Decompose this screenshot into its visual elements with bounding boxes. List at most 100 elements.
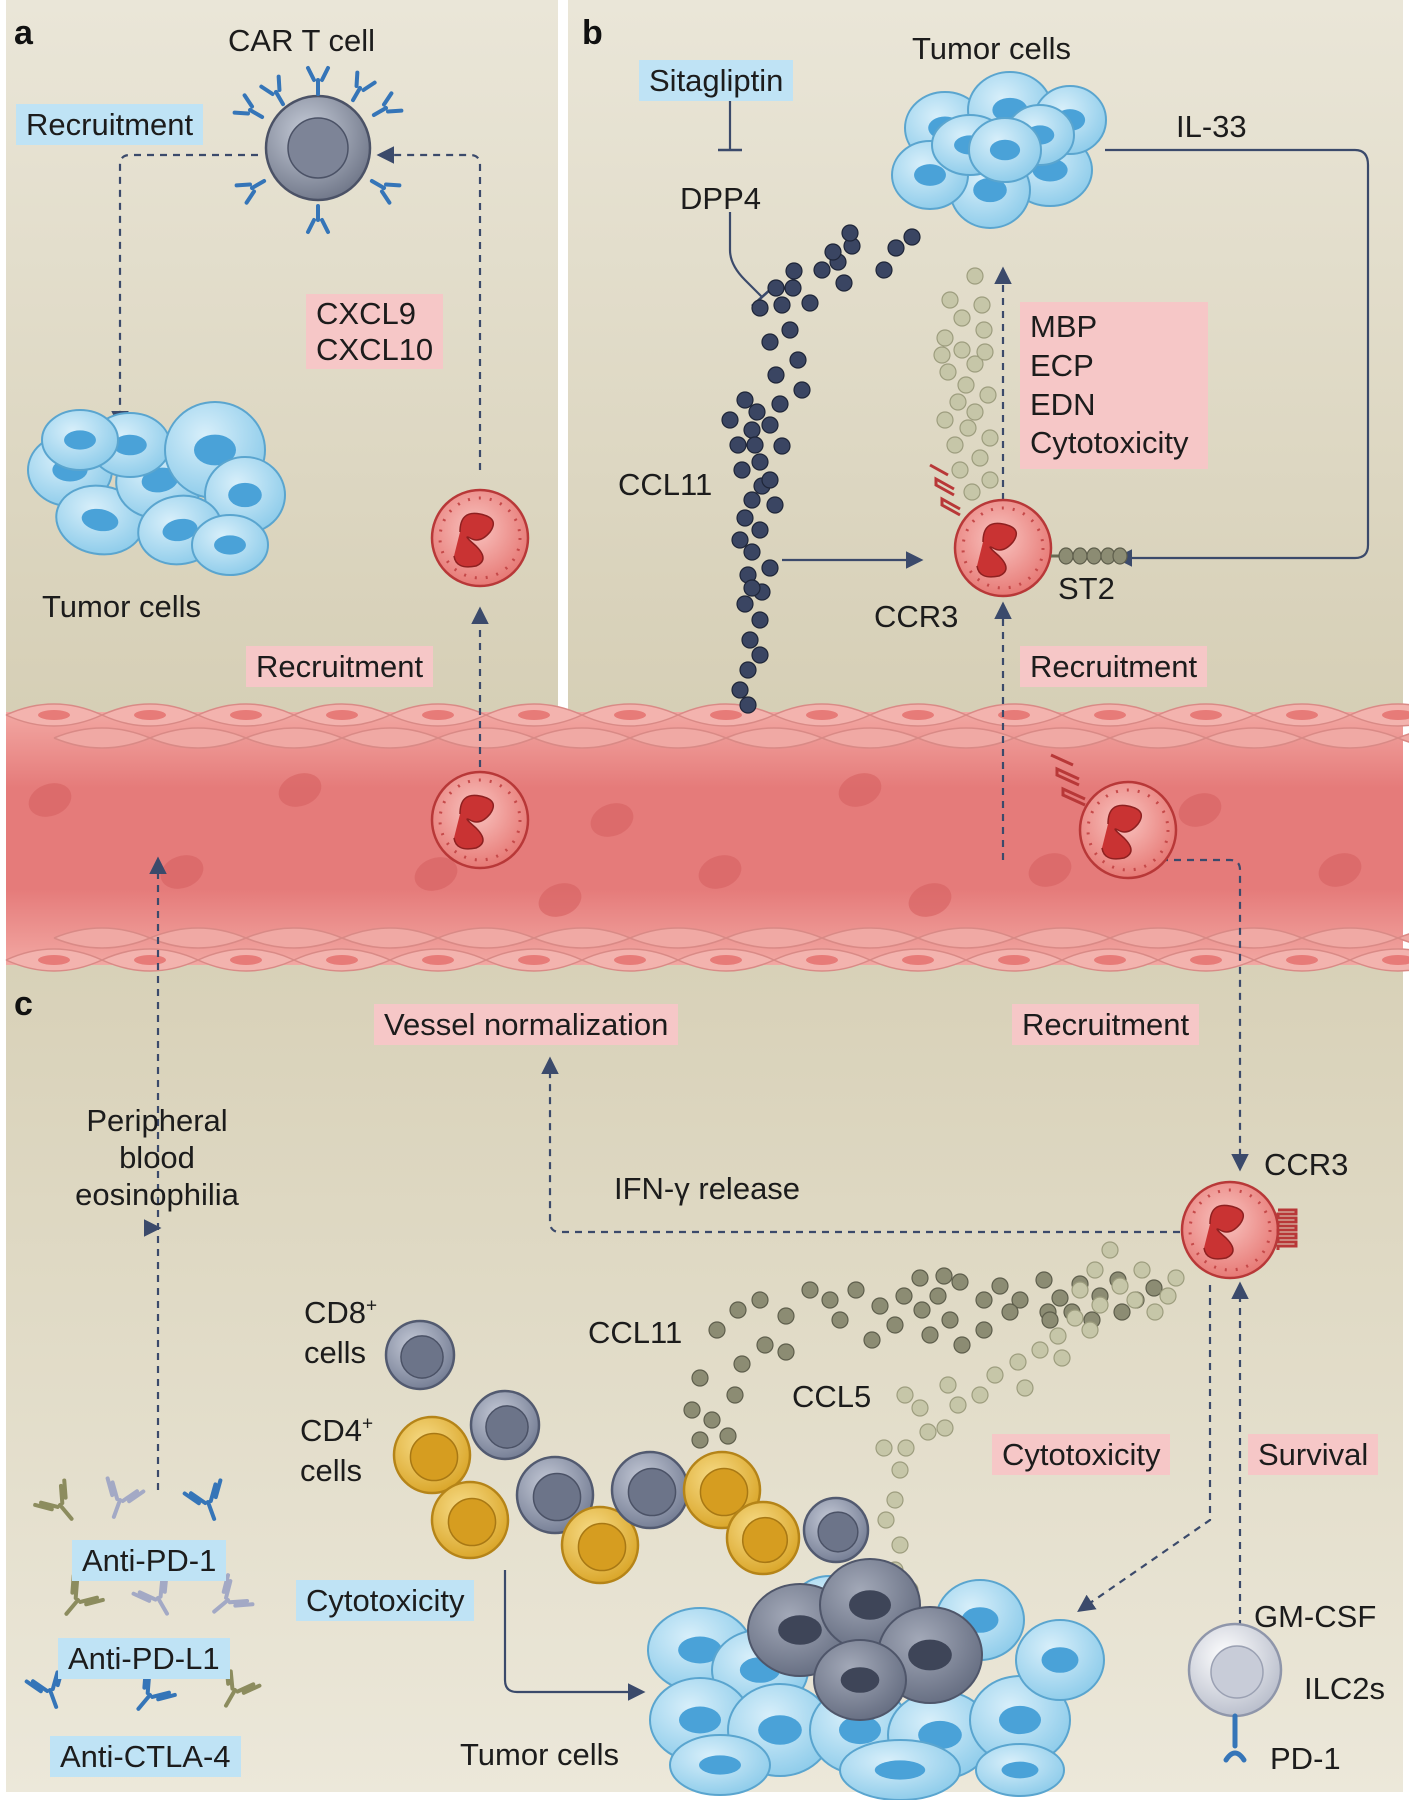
ccl11-label-c: CCL11 <box>588 1315 683 1350</box>
endothelial-cell <box>1397 733 1409 743</box>
arrow-t-cells-to-tumor <box>503 1570 646 1701</box>
ccl11-olive-dot <box>751 1291 769 1309</box>
cd8-t-cell <box>515 1455 595 1535</box>
ccl11-label-b: CCL11 <box>618 467 713 502</box>
granule-dot <box>979 386 997 404</box>
edn-label: EDN <box>1030 386 1096 422</box>
red-blood-cell <box>838 773 882 807</box>
ccl5-dot <box>1111 1277 1129 1295</box>
ccl5-dot <box>875 1439 893 1457</box>
ccl11-dot <box>751 611 769 629</box>
endothelial-nucleus <box>230 955 262 965</box>
endothelial-nucleus <box>1286 710 1318 720</box>
ccl11-dot <box>739 661 757 679</box>
car-receptor-icon <box>351 70 377 103</box>
ccl11-dot <box>824 243 842 261</box>
eosinophil-nucleus <box>976 522 1018 578</box>
ccr3-receptor-vessel <box>1050 753 1086 807</box>
ccl11-dot <box>748 403 766 421</box>
car-receptor-stroke <box>232 93 265 120</box>
ilc2-cell <box>1187 1622 1283 1763</box>
eosinophil-nucleus <box>1203 1204 1245 1260</box>
ccl11-dot <box>767 279 785 297</box>
antibody-stroke <box>24 1666 65 1709</box>
ccl5-dot <box>1016 1379 1034 1397</box>
ccl11-dot <box>766 496 784 514</box>
tumor-cell <box>975 1743 1065 1797</box>
antibody-stroke <box>33 1478 74 1521</box>
ccl11-olive-dot <box>691 1431 709 1449</box>
panel-divider <box>558 0 568 712</box>
ccl11-dot <box>736 509 754 527</box>
endothelial-nucleus <box>422 955 454 965</box>
car-t-cell-label: CAR T cell <box>228 23 376 58</box>
ccl5-dot <box>1159 1287 1177 1305</box>
red-blood-cell <box>1318 853 1362 887</box>
ilc2s-label: ILC2s <box>1304 1671 1385 1706</box>
tumor-cell-nucleus <box>1001 1761 1039 1779</box>
blood-vessel <box>5 703 1409 972</box>
eosinophil-a-tissue <box>430 488 530 588</box>
eosinophil-granules <box>961 506 1045 590</box>
granule-dot <box>981 429 999 447</box>
endothelial-nucleus <box>230 710 262 720</box>
granule-dot <box>963 483 981 501</box>
tumor-cell-nucleus <box>64 430 96 450</box>
cd8-t-cell <box>802 1496 870 1564</box>
ccl5-dot <box>877 1511 895 1529</box>
endothelial-nucleus <box>1190 955 1222 965</box>
ccl11-dot <box>751 646 769 664</box>
ccr3-receptor-b <box>929 463 961 517</box>
antibody-icon <box>24 1666 65 1709</box>
antibody-stroke <box>224 1664 262 1708</box>
arrow-car-t-to-tumor <box>111 153 258 429</box>
tumor-cell-nucleus <box>908 1639 952 1671</box>
ccl11-dot <box>751 521 769 539</box>
eosinophil-granules <box>438 778 522 862</box>
ccl11-dot <box>789 351 807 369</box>
endothelial-nucleus <box>1382 710 1409 720</box>
red-blood-cell <box>278 773 322 807</box>
ccl11-dot <box>903 228 921 246</box>
endothelial-nucleus <box>1382 955 1409 965</box>
endothelial-cell <box>1349 703 1409 727</box>
cell-nucleus <box>532 1472 582 1522</box>
cell-nucleus <box>485 1405 529 1449</box>
chemokine-label-box: CXCL9 CXCL10 <box>306 294 444 370</box>
endothelial-nucleus <box>1094 710 1126 720</box>
sitagliptin-label: Sitagliptin <box>639 60 794 102</box>
panel-label-c: c <box>14 985 33 1023</box>
car-receptor-stroke <box>351 70 377 103</box>
tumor-cell-nucleus <box>678 1636 722 1664</box>
ccl5-dot <box>1133 1261 1151 1279</box>
granule-dot <box>951 461 969 479</box>
red-blood-cells <box>28 773 1362 917</box>
tumor-cell-nucleus <box>141 467 179 493</box>
eosinophil-b-tissue <box>953 498 1053 598</box>
cytotoxicity-label-eos: Cytotoxicity <box>992 1434 1171 1476</box>
ccl5-dot <box>891 1536 909 1554</box>
granule-dot <box>946 436 964 454</box>
ccl11-dot <box>767 366 785 384</box>
ccl11-olive-dot <box>756 1336 774 1354</box>
tumor-cell-nucleus <box>849 1590 891 1620</box>
ccl11-olive-dot <box>1145 1279 1163 1297</box>
ccl11-dot <box>784 279 802 297</box>
tumor-cell <box>968 117 1042 183</box>
ccl11-olive-dot <box>895 1287 913 1305</box>
cell-nucleus <box>627 1467 677 1517</box>
recruitment-label-a-bottom: Recruitment <box>246 646 434 688</box>
tumor-cell-nucleus <box>679 1706 721 1734</box>
antibody-icon <box>64 1573 105 1616</box>
tumor-cell-nucleus <box>778 1615 822 1645</box>
arrow-vessel-to-eos-c <box>1148 858 1249 1172</box>
cd8-t-cell <box>610 1450 690 1530</box>
ccl11-dot <box>773 296 791 314</box>
endothelial-nucleus <box>134 710 166 720</box>
ccl11-olive-dot <box>863 1331 881 1349</box>
granule-dot <box>941 291 959 309</box>
arrow-cxcl-to-car-t <box>376 146 482 470</box>
ccl5-dot <box>1031 1341 1049 1359</box>
ccl11-dot <box>781 321 799 339</box>
ccl5-dot <box>1081 1321 1099 1339</box>
